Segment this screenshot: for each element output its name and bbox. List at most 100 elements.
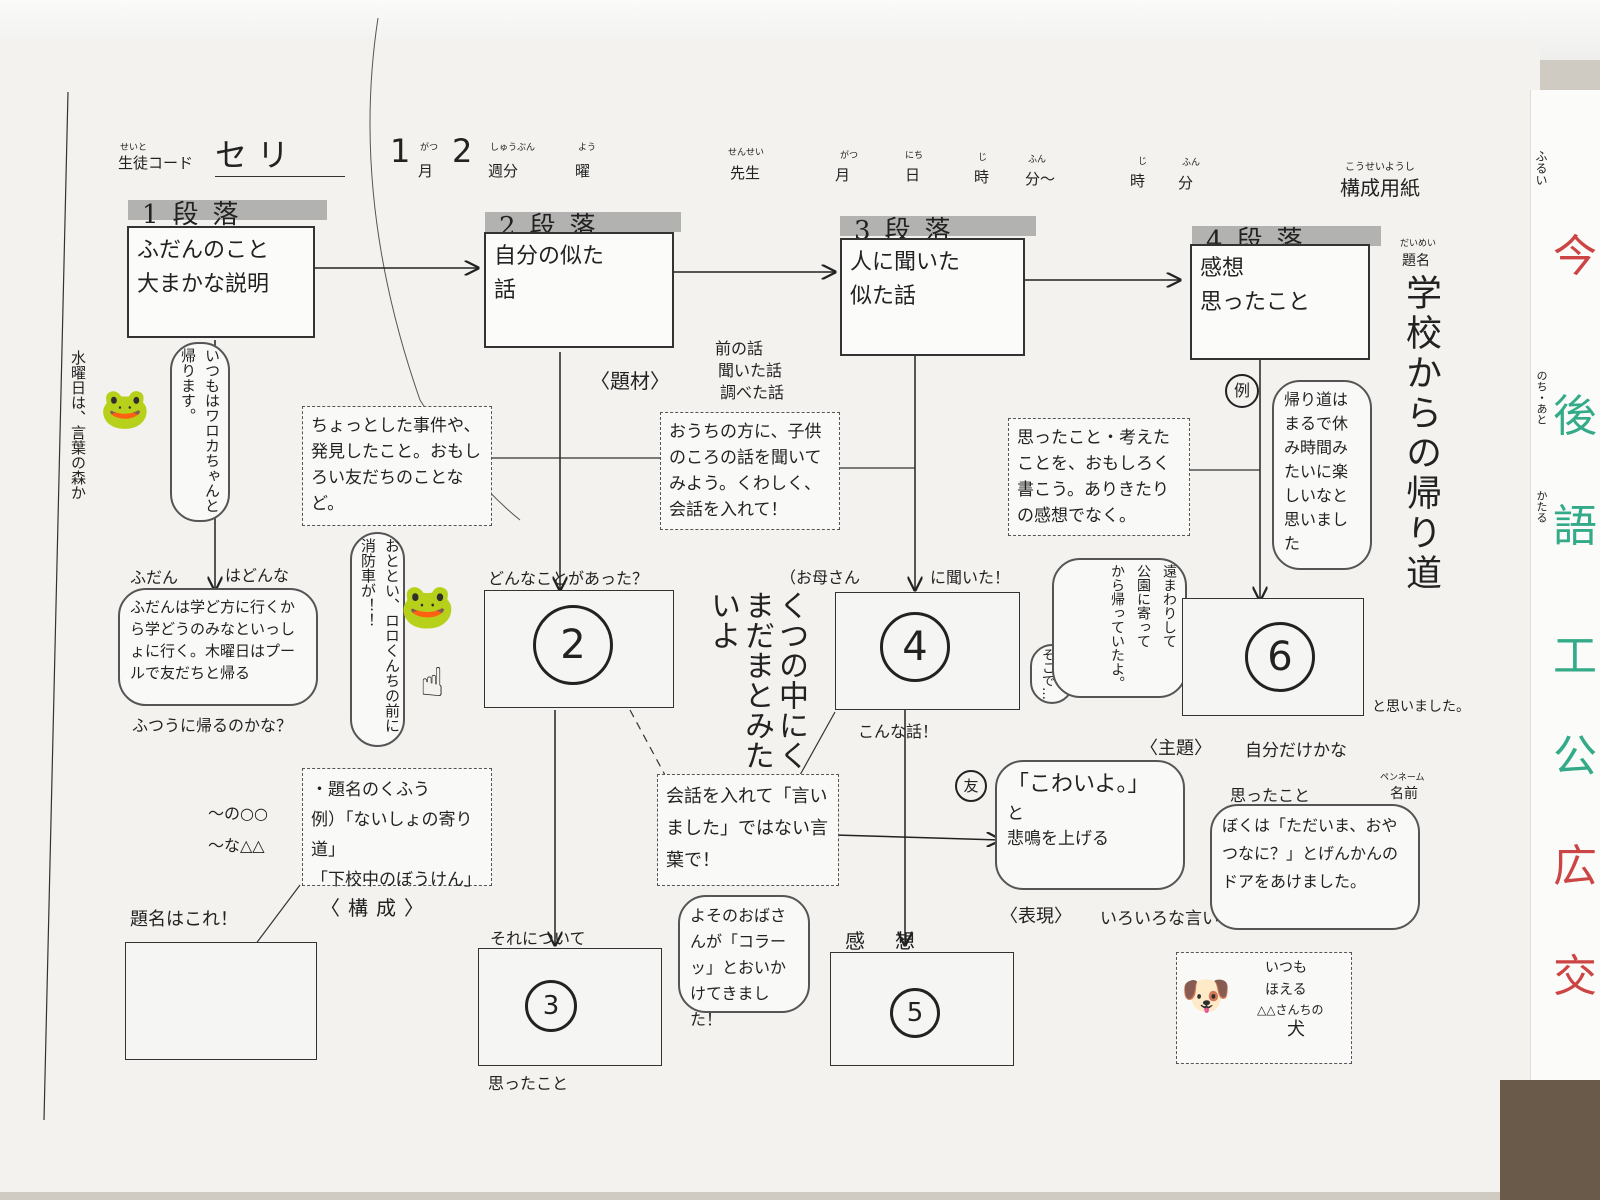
title-hint-1: ・題名のくふう [311,780,430,800]
ruby-fun: ふん [1028,155,1047,165]
dog-text-3: △△さんちの [1257,1003,1324,1017]
week-label: 週分 [488,162,519,180]
example-cloud: 帰り道はまるで休み時間みたいに楽しいなと思いました [1272,380,1372,570]
dog-icon: 🐶 [1181,973,1231,1019]
ruby-sensei: せんせい [728,148,765,158]
kanji-side-sheet: ふるい 今 のち・あと 後 かたる 語 工 公 広 交 [1530,90,1600,1080]
minute-label: 分～ [1025,170,1056,188]
student-name: セリ [215,130,345,177]
section-2-head: 2段落 [485,206,681,242]
usual-top-2: はどんな [225,566,290,585]
section-3-box: 人に聞いた似た話 [840,238,1025,356]
paragraph-5-box [830,952,1014,1066]
boku-cloud: ぼくは「ただいま、おやつなに？」とげんかんのドアをあけました。 [1210,804,1420,930]
ruby-shubun: しゅうぶん [490,143,536,153]
mouse-there: そこで… [1039,648,1054,700]
frog-caption: 水曜日は、言葉の森か [69,350,87,500]
side-kanji-2: 後 [1553,391,1597,442]
ruby-seito: せいと [120,143,148,153]
date-month-label: 月 [835,166,851,184]
title-is-this: 題名はこれ！ [130,909,238,930]
then-label: それについて [490,929,586,948]
dog-text-4: 犬 [1287,1019,1305,1040]
frog2-speech: おととい、ロロくんちの前に消防車が！！ [359,538,401,733]
side-kanji-6: 広 [1553,841,1597,892]
section-1-head: 1段落 [128,194,327,230]
kanso-label: 感想 [845,929,945,953]
friend-mark: 友 [955,770,987,802]
table-surface [1500,1080,1600,1200]
mouse-speech-1: 公園に寄って [1135,564,1151,648]
theme-label: 〈主題〉 [1140,738,1212,759]
heard-label: に聞いた！ [930,568,1011,587]
hour-label: 時 [974,168,990,186]
dialog-hint-note: 会話を入れて「言いました」ではない言葉で！ [657,774,839,886]
title-hint-3: 「下校中のぼうけん」 [311,870,481,890]
ruby-ji-2: じ [1138,157,1148,167]
frog2-icon: 🐸 [400,581,455,632]
thought-end: と思いました。 [1372,699,1470,715]
scary-scream: 悲鳴を上げる [1007,829,1109,849]
date-day-label: 日 [905,166,921,184]
ruby-you: よう [578,143,597,153]
mouse-speech-3: から帰っていたよ。 [1109,564,1125,690]
circled-number-2: 2 [533,605,613,685]
title-label: 題名 [1402,253,1430,269]
mouse-speech-cloud: 遠まわりして 公園に寄って から帰っていたよ。 [1052,558,1187,698]
minute2-label: 分 [1178,174,1194,192]
topic-3: 調べた話 [720,383,785,402]
scary-quote: 「こわいよ。」 [1007,772,1150,797]
form-title: 構成用紙 [1340,176,1420,200]
what-happened: どんなことがあった？ [488,569,649,588]
teacher-label: 先生 [730,164,761,182]
usual-bottom: ふつうに帰るのかな？ [132,716,293,735]
side-ruby-2: のち・あと [1535,370,1548,425]
dog-note: 🐶 いつも ほえる △△さんちの 犬 [1176,952,1352,1064]
weekday-label: 曜 [575,162,591,180]
title-answer-box[interactable] [125,942,317,1060]
week-value: 2 [452,132,473,170]
pattern-1: ～の○○ [208,804,268,823]
title-hint-2: 例）「ないしょの寄り道」 [311,810,473,860]
student-code-label: 生徒コード [118,154,194,172]
example-mark: 例 [1225,374,1259,408]
section-4-box: 感想思ったこと [1190,244,1370,360]
side-kanji-7: 交 [1553,951,1597,1002]
topic-label: 〈題材〉 [590,369,670,393]
month-value: 1 [390,132,411,170]
scary-cloud: 「こわいよ。」 と 悲鳴を上げる [995,760,1185,890]
month-label: 月 [418,162,434,180]
pattern-2: ～な△△ [208,836,265,855]
circled-number-6: 6 [1245,622,1315,692]
such-story: こんな話！ [858,722,939,741]
usual-top-1: ふだん [130,568,179,587]
theme-text: 自分だけかな [1245,741,1347,761]
dog-text-1: いつも [1265,960,1307,976]
circled-number-3: 3 [525,980,577,1032]
frog2-speech-cloud: おととい、ロロくんちの前に消防車が！！ [350,532,405,747]
ruby-nichi: にち [905,151,924,161]
usual-cloud: ふだんは学ど方に行くから学どうのみなといっしょに行く。木曜日はプールで友だちと帰… [118,588,318,706]
section-3-head: 3段落 [840,210,1036,246]
finger-icon: ☝ [420,660,445,706]
thought-label: 思ったこと [488,1074,569,1093]
penname-label: ペンネーム [1380,773,1425,783]
circled-number-5: 5 [890,988,940,1038]
ruby-ji: じ [978,153,988,163]
shoe-text: くつの中にくまだまとみたいよ [705,590,808,770]
side-ruby-3: かたる [1535,490,1548,523]
topic-1: 前の話 [715,339,764,358]
frog-icon: 🐸 [100,386,150,432]
feelings-note: 思ったこと・考えたことを、おもしろく書こう。ありきたりの感想でなく。 [1008,418,1190,536]
section-2-box: 自分の似た話 [484,232,674,348]
side-kanji-4: 工 [1553,631,1597,682]
dog-text-2: ほえる [1265,982,1307,998]
ruby-kousei: こうせいようし [1345,162,1415,173]
frog-speech-cloud: いつもはワロカちゃんと帰ります。 [170,342,230,522]
ask-family-note: おうちの方に、子供のころの話を聞いてみよう。くわしく、会話を入れて！ [660,412,840,530]
side-ruby-1: ふるい [1534,150,1548,186]
hour2-label: 時 [1130,172,1146,190]
mother-label: （お母さん [780,568,861,587]
scary-to: と [1007,804,1024,824]
topic-2: 聞いた話 [718,361,783,380]
